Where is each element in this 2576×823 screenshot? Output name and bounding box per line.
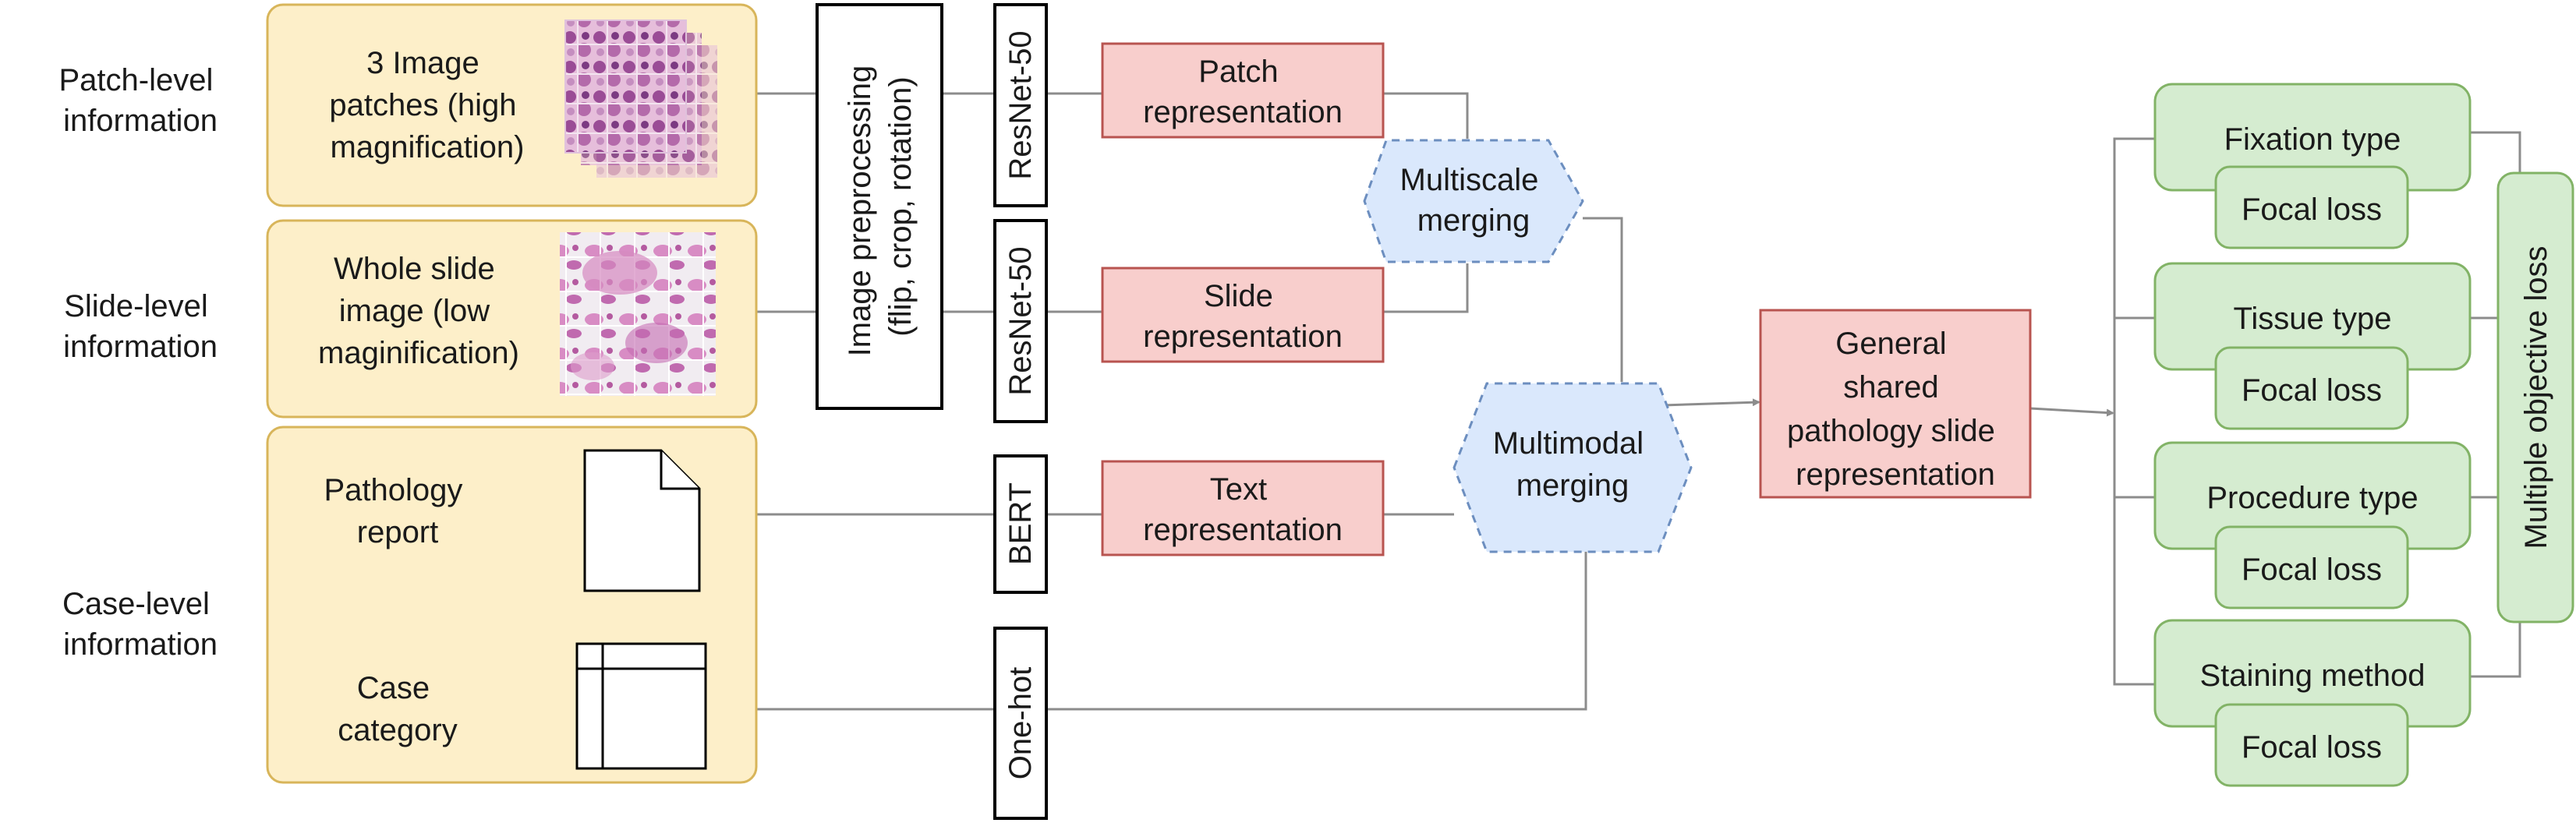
image-patches-thumbnail xyxy=(564,19,717,178)
svg-text:Multiple objective loss: Multiple objective loss xyxy=(2519,245,2553,549)
table-icon xyxy=(575,642,707,770)
patch-level-label: Patch-level information xyxy=(59,63,222,138)
multiple-objective-loss: Multiple objective loss xyxy=(2496,171,2574,623)
svg-text:BERT: BERT xyxy=(1003,482,1038,565)
task-fixation-type: Fixation type xyxy=(2153,83,2472,192)
svg-text:Tissue type: Tissue type xyxy=(2233,302,2391,336)
case-category-label: Case category xyxy=(338,671,457,747)
svg-text:Focal loss: Focal loss xyxy=(2242,730,2382,765)
focal-loss-tissue: Focal loss xyxy=(2214,346,2409,430)
input-case: Pathology report Case category xyxy=(266,426,758,784)
document-icon xyxy=(583,449,701,592)
patch-representation: Patch representation xyxy=(1101,42,1385,139)
svg-text:Focal loss: Focal loss xyxy=(2242,193,2382,227)
svg-text:Focal loss: Focal loss xyxy=(2242,553,2382,587)
svg-text:Multiscale merging: Multiscale merging xyxy=(1400,163,1548,238)
svg-text:ResNet-50: ResNet-50 xyxy=(1003,246,1038,395)
encoder-one-hot: One-hot xyxy=(993,627,1048,820)
encoder-bert: BERT xyxy=(993,454,1048,594)
encoder-resnet-patch: ResNet-50 xyxy=(993,3,1048,207)
svg-text:Slide representation: Slide representation xyxy=(1143,279,1343,354)
preprocessing-box: Image preprocessing (flip, crop, rotatio… xyxy=(816,3,943,410)
whole-slide-thumbnail xyxy=(560,232,716,396)
svg-text:Focal loss: Focal loss xyxy=(2242,373,2382,408)
svg-text:3 Image patches (high: 3 Image patches (high magnification) xyxy=(329,46,525,164)
svg-text:Patch representation: Patch representation xyxy=(1143,55,1343,129)
multiscale-merging: Multiscale merging xyxy=(1363,139,1584,263)
svg-text:Procedure type: Procedure type xyxy=(2206,481,2418,515)
svg-text:One-hot: One-hot xyxy=(1003,667,1038,780)
svg-text:Staining method: Staining method xyxy=(2199,659,2425,693)
text-representation: Text representation xyxy=(1101,460,1385,556)
svg-text:Fixation type: Fixation type xyxy=(2224,122,2401,157)
input-patches: 3 Image patches (high magnification) xyxy=(266,3,758,207)
svg-text:Multimodal merging: Multimodal merging xyxy=(1493,426,1653,503)
svg-text:Image preprocessing (fli: Image preprocessing (flip, crop, rotatio… xyxy=(843,57,918,357)
slide-level-label: Slide-level information xyxy=(63,289,218,364)
connectors xyxy=(699,92,2521,711)
level-labels: Patch-level information Slide-level info… xyxy=(59,63,222,662)
focal-loss-staining: Focal loss xyxy=(2214,703,2409,787)
multimodal-merging: Multimodal merging xyxy=(1453,382,1693,553)
svg-text:General shared pat: General shared pathology slide represent… xyxy=(1787,327,2004,492)
focal-loss-procedure: Focal loss xyxy=(2214,525,2409,609)
svg-text:Whole slide image (low: Whole slide image (low maginification) xyxy=(318,252,519,370)
shared-representation: General shared pathology slide represent… xyxy=(1759,309,2032,499)
task-procedure-type: Procedure type xyxy=(2153,441,2472,550)
input-whole-slide: Whole slide image (low maginification) xyxy=(266,219,758,419)
encoder-resnet-slide: ResNet-50 xyxy=(993,219,1048,423)
case-level-label: Case-level information xyxy=(62,587,218,662)
task-staining-method: Staining method xyxy=(2153,619,2472,728)
slide-representation: Slide representation xyxy=(1101,267,1385,363)
focal-loss-fixation: Focal loss xyxy=(2214,165,2409,249)
svg-text:Text representation: Text representation xyxy=(1143,472,1343,547)
pathology-report-label: Pathology report xyxy=(324,473,471,549)
svg-text:ResNet-50: ResNet-50 xyxy=(1003,30,1038,179)
